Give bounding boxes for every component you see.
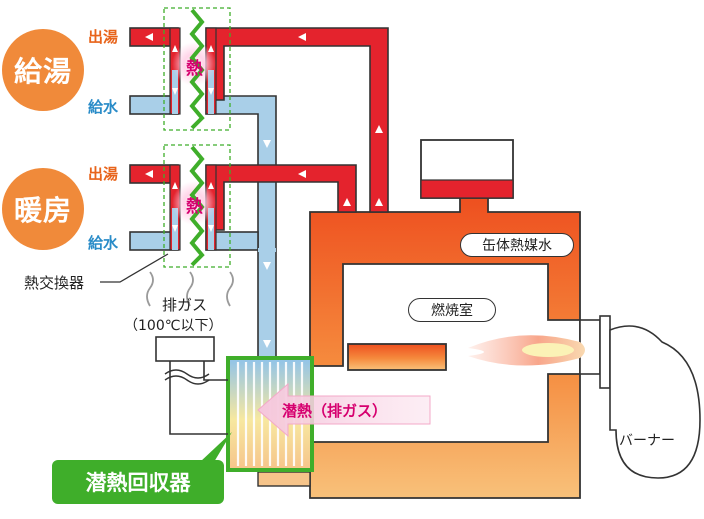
canned-medium-label: 缶体熱媒水	[460, 233, 574, 257]
burner-label: バーナー	[619, 433, 675, 449]
heat-exchanger-leader	[100, 253, 169, 283]
recovery-label: 潜熱回収器	[85, 471, 191, 495]
burner	[579, 315, 701, 479]
deyu-label-bottom: 出湯	[88, 165, 119, 183]
badge-pointer	[200, 432, 232, 462]
danbo-label: 暖房	[13, 194, 72, 227]
netsu-label-bottom: 熱	[186, 197, 203, 217]
combustion-chamber-label: 燃焼室	[408, 298, 496, 322]
latent-heat-recovery-unit	[226, 356, 431, 487]
latent-heat-label: 潜熱（排ガス）	[282, 402, 388, 420]
exhaust-temp: （100℃以下）	[124, 318, 223, 334]
flame	[468, 335, 585, 366]
kyusui-label-top: 給水	[88, 98, 119, 116]
latent-heat-recovery-badge: 潜熱回収器	[52, 460, 224, 504]
kyusui-label-bottom: 給水	[88, 234, 119, 252]
kyuto-circle: 給湯	[2, 29, 84, 111]
cold-pipe	[129, 95, 277, 359]
deyu-label-top: 出湯	[88, 28, 119, 46]
kyuto-label: 給湯	[13, 55, 72, 88]
danbo-circle: 暖房	[2, 168, 84, 250]
heat-exchanger-boxes	[163, 7, 231, 268]
exhaust-title: 排ガス	[162, 296, 208, 314]
exhaust-stack	[146, 271, 234, 435]
heat-exchanger-label: 熱交換器	[24, 274, 85, 292]
expansion-tank	[420, 139, 514, 199]
netsu-label-top: 熱	[186, 59, 203, 79]
